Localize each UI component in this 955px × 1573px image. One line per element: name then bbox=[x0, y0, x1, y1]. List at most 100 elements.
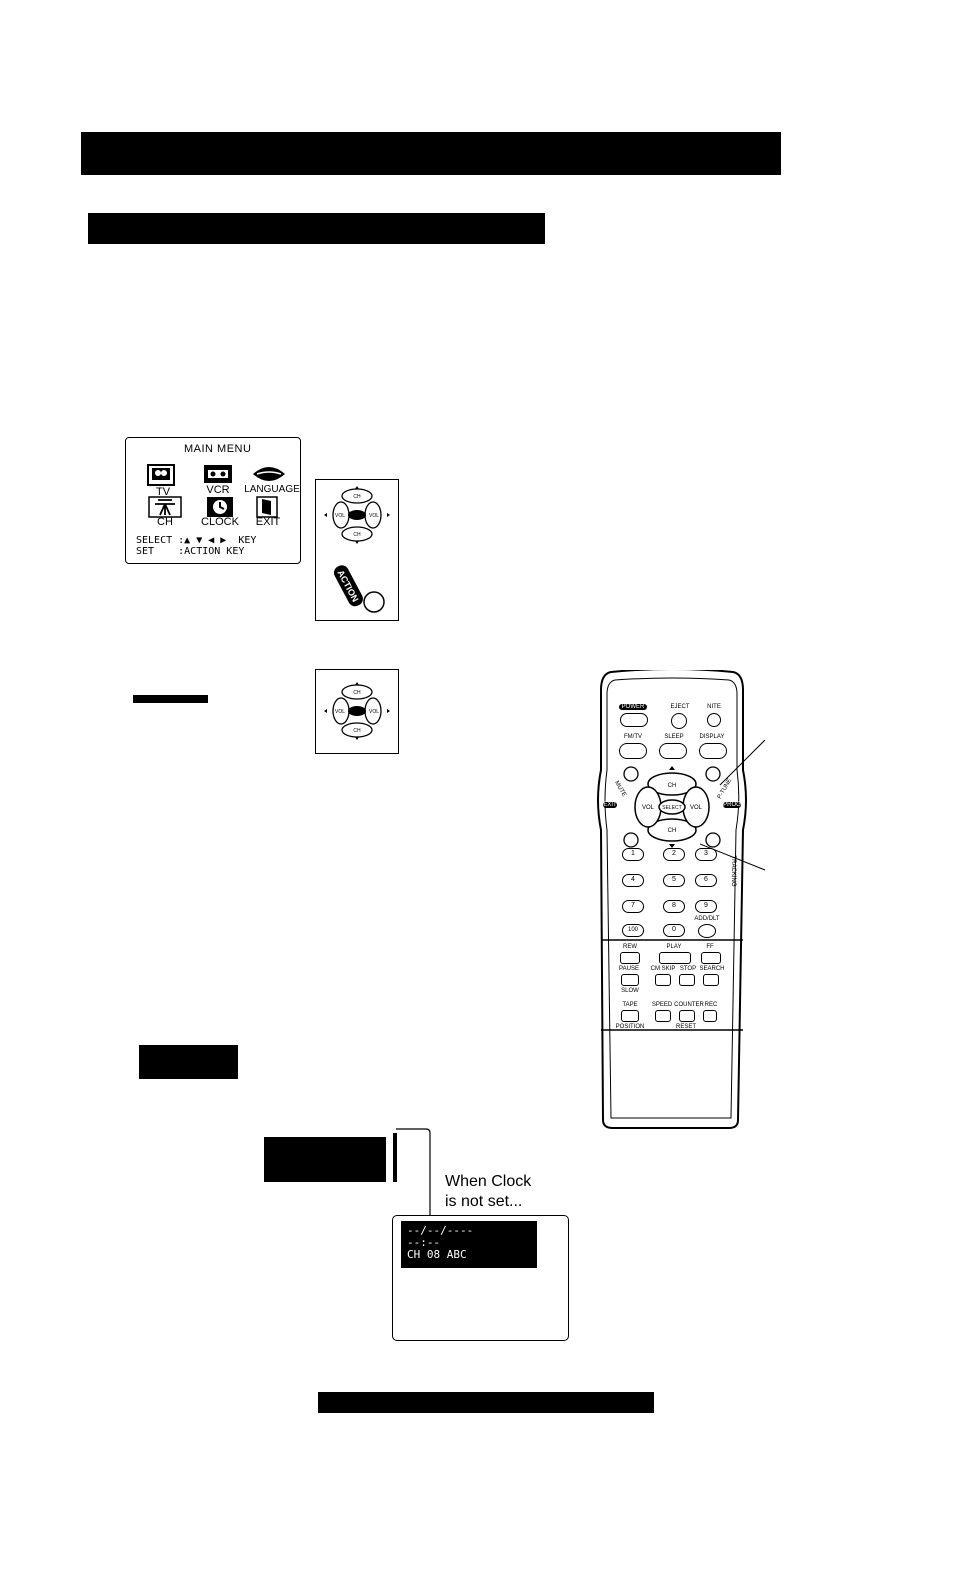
adddlt-button[interactable] bbox=[698, 924, 716, 938]
menu-item-exit[interactable]: EXIT bbox=[255, 516, 281, 528]
step-underline bbox=[133, 695, 208, 703]
cmskip-button[interactable] bbox=[655, 974, 671, 986]
rew-button[interactable] bbox=[620, 952, 640, 964]
remote-counter-label: COUNTER bbox=[674, 1002, 704, 1008]
num-button-7[interactable]: 7 bbox=[622, 900, 644, 913]
num-button-8[interactable]: 8 bbox=[663, 900, 685, 913]
remote-body-outline bbox=[597, 670, 747, 1129]
tape-position-button[interactable] bbox=[621, 1010, 639, 1022]
dpad-action-panel: CH CH VOL VOL ACTION bbox=[315, 479, 399, 621]
num-button-3[interactable]: 3 bbox=[695, 848, 717, 861]
counter-reset-button[interactable] bbox=[679, 1010, 695, 1022]
remote-adddlt-label: ADD/DLT bbox=[694, 916, 720, 922]
svg-text:VOL: VOL bbox=[690, 805, 703, 811]
num-button-4[interactable]: 4 bbox=[622, 874, 644, 887]
tv-icon bbox=[147, 464, 175, 486]
osd-time: --:-- bbox=[407, 1236, 441, 1249]
main-menu-panel: MAIN MENU TV VCR LANGUAGE CH CLOCK EXIT … bbox=[125, 437, 301, 564]
remote-display-label: DISPLAY bbox=[699, 734, 725, 740]
menu-item-ch[interactable]: CH bbox=[157, 516, 173, 528]
svg-text:CH: CH bbox=[353, 532, 361, 538]
num-button-1[interactable]: 1 bbox=[622, 848, 644, 861]
remote-prog-side-label: PROG bbox=[723, 802, 741, 808]
clock-note-line1: When Clock bbox=[445, 1173, 532, 1190]
header-bar bbox=[81, 132, 781, 175]
callout-lines bbox=[700, 739, 766, 871]
svg-text:CH: CH bbox=[353, 494, 361, 500]
menu-set-line: SET :ACTION KEY bbox=[136, 546, 245, 557]
menu-item-vcr[interactable]: VCR bbox=[206, 484, 230, 496]
osd-screen: --/--/---- --:-- CH 08 ABC bbox=[392, 1215, 569, 1341]
osd-display-block: --/--/---- --:-- CH 08 ABC bbox=[401, 1221, 537, 1268]
remote-ff-label: FF bbox=[706, 944, 714, 950]
power-button[interactable] bbox=[620, 713, 648, 727]
door-icon bbox=[256, 496, 278, 518]
remote-eject-label: EJECT bbox=[670, 704, 690, 710]
remote-reset-label: RESET bbox=[675, 1024, 696, 1030]
remote-pause-label: PAUSE bbox=[619, 966, 639, 972]
remote-control: POWER EJECT NITE FM/TV SLEEP DISPLAY CH … bbox=[597, 670, 747, 1130]
remote-cmskip-label: CM SKIP bbox=[650, 966, 676, 972]
svg-text:CH: CH bbox=[353, 728, 361, 734]
menu-item-language[interactable]: LANGUAGE bbox=[244, 484, 300, 495]
svg-text:CH: CH bbox=[668, 828, 677, 834]
svg-text:VOL: VOL bbox=[335, 513, 345, 519]
menu-select-line: SELECT :▲ ▼ ◀ ▶ KEY bbox=[136, 535, 257, 546]
section-bar bbox=[88, 213, 545, 244]
display-button[interactable] bbox=[699, 743, 727, 759]
remote-stop-label: STOP bbox=[679, 966, 697, 972]
remote-rec-label: REC bbox=[704, 1002, 718, 1008]
svg-text:SELECT: SELECT bbox=[662, 805, 681, 811]
remote-speed-label: SPEED bbox=[651, 1002, 673, 1008]
dpad-icon: CH CH VOL VOL bbox=[324, 486, 390, 544]
svg-text:VOL: VOL bbox=[369, 513, 379, 519]
svg-text:CH: CH bbox=[353, 690, 361, 696]
action-button-icon: ACTION bbox=[333, 565, 385, 613]
num-button-2[interactable]: 2 bbox=[663, 848, 685, 861]
nite-button[interactable] bbox=[707, 713, 721, 727]
step-label-block bbox=[139, 1045, 238, 1079]
menu-item-tv[interactable]: TV bbox=[155, 486, 171, 498]
pause-button[interactable] bbox=[621, 974, 639, 986]
fmtv-button[interactable] bbox=[619, 743, 647, 759]
remote-position-label: POSITION bbox=[615, 1024, 645, 1030]
remote-slow-label: SLOW bbox=[621, 988, 639, 994]
lips-icon bbox=[253, 467, 285, 481]
speed-button[interactable] bbox=[655, 1010, 671, 1022]
remote-nite-label: NITE bbox=[707, 704, 721, 710]
svg-text:VOL: VOL bbox=[335, 709, 345, 715]
num-button-0[interactable]: 0 bbox=[663, 924, 685, 937]
remote-exit-side-label: EXIT bbox=[603, 802, 617, 808]
main-menu-title: MAIN MENU bbox=[184, 443, 252, 455]
antenna-icon bbox=[148, 496, 182, 518]
remote-search-label: SEARCH bbox=[699, 966, 725, 972]
play-button[interactable] bbox=[659, 952, 691, 964]
svg-text:VOL: VOL bbox=[642, 805, 655, 811]
eject-button[interactable] bbox=[671, 713, 687, 729]
num-button-6[interactable]: 6 bbox=[695, 874, 717, 887]
remote-sleep-label: SLEEP bbox=[664, 734, 684, 740]
remote-dpad[interactable]: CH CH VOL VOL SELECT bbox=[615, 762, 729, 852]
ff-button[interactable] bbox=[701, 952, 721, 964]
search-button[interactable] bbox=[703, 974, 719, 986]
num-button-5[interactable]: 5 bbox=[663, 874, 685, 887]
clock-icon bbox=[207, 497, 233, 517]
svg-text:VOL: VOL bbox=[369, 709, 379, 715]
clock-label-divider bbox=[393, 1133, 397, 1182]
menu-item-clock[interactable]: CLOCK bbox=[201, 516, 239, 528]
rec-button[interactable] bbox=[703, 1010, 717, 1022]
remote-tape-label: TAPE bbox=[622, 1002, 638, 1008]
num-button-9[interactable]: 9 bbox=[695, 900, 717, 913]
remote-power-label: POWER bbox=[619, 704, 647, 710]
svg-text:CH: CH bbox=[668, 783, 677, 789]
cassette-icon bbox=[204, 465, 232, 483]
sleep-button[interactable] bbox=[659, 743, 687, 759]
clock-label-block bbox=[264, 1137, 386, 1182]
num-button-100[interactable]: 100 bbox=[622, 924, 644, 937]
osd-date: --/--/---- bbox=[407, 1224, 474, 1237]
dpad-icon: CH CH VOL VOL bbox=[324, 682, 390, 740]
remote-fmtv-label: FM/TV bbox=[624, 734, 642, 740]
remote-rew-label: REW bbox=[623, 944, 637, 950]
stop-button[interactable] bbox=[679, 974, 695, 986]
remote-play-label: PLAY bbox=[666, 944, 682, 950]
